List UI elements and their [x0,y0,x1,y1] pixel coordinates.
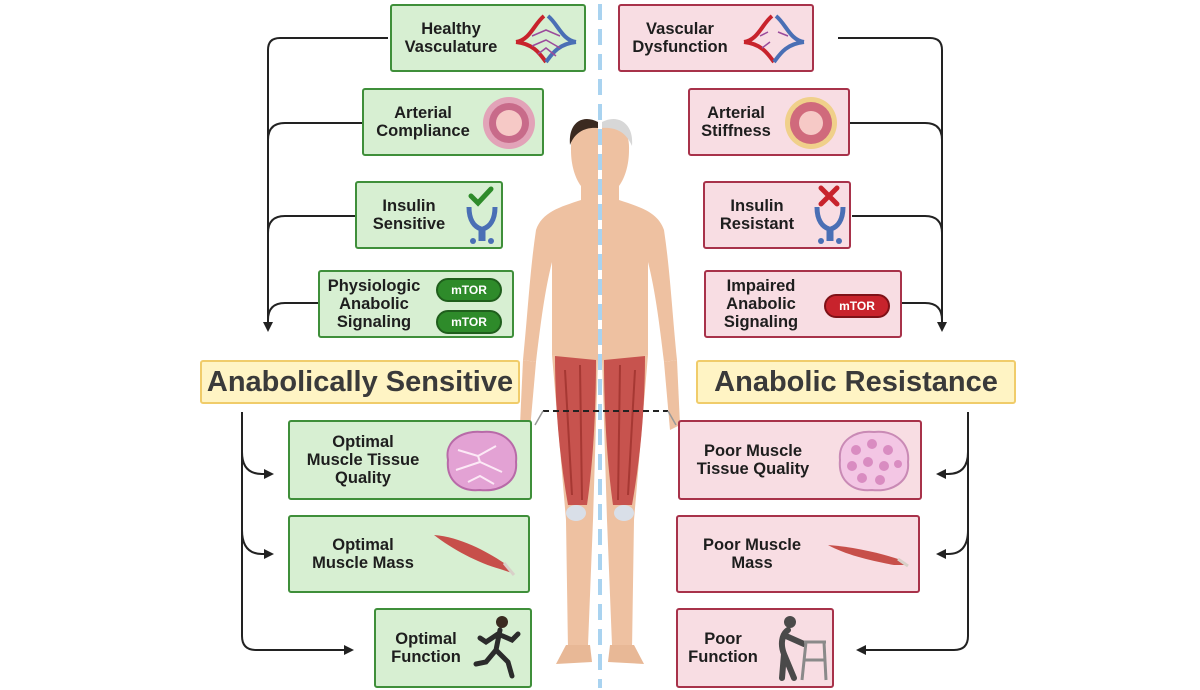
vascular-dysfunction-label: Vascular Dysfunction [632,20,728,56]
physiologic-anabolic-signaling-label: Physiologic Anabolic Signaling [327,277,421,331]
mtor-active-pill-1: mTOR [436,278,502,302]
healthy-vasculature-box: Healthy Vasculature [390,4,586,72]
impaired-anabolic-signaling-label: Impaired Anabolic Signaling [723,277,799,331]
muscle-icon [434,535,516,576]
poor-muscle-tissue-quality-box: Poor Muscle Tissue Quality [678,420,922,500]
anabolically-sensitive-heading: Anabolically Sensitive [200,360,520,404]
mtor-impaired-pill: mTOR [824,294,890,318]
muscle-tissue-icon [838,430,910,492]
optimal-muscle-mass-label: Optimal Muscle Mass [312,536,414,572]
optimal-muscle-tissue-quality-label: Optimal Muscle Tissue Quality [306,433,420,487]
insulin-sensitive-box: Insulin Sensitive [355,181,503,249]
artery-cross-section-icon [483,97,535,149]
insulin-resistant-label: Insulin Resistant [719,197,795,233]
impaired-anabolic-signaling-box: Impaired Anabolic Signaling mTOR [704,270,902,338]
insulin-resistant-box: Insulin Resistant [703,181,851,249]
insulin-sensitive-label: Insulin Sensitive [372,197,446,233]
physiologic-anabolic-signaling-box: Physiologic Anabolic Signaling mTOR mTOR [318,270,514,338]
poor-muscle-tissue-quality-label: Poor Muscle Tissue Quality [696,442,810,478]
insulin-receptor-icon [466,206,498,244]
cross-icon [818,185,840,207]
blood-vessel-icon [515,14,577,64]
poor-muscle-mass-box: Poor Muscle Mass [676,515,920,593]
optimal-function-box: Optimal Function [374,608,532,688]
poor-muscle-mass-label: Poor Muscle Mass [702,536,802,572]
walker-elderly-icon [778,616,828,681]
arterial-compliance-box: Arterial Compliance [362,88,544,156]
anabolic-resistance-heading: Anabolic Resistance [696,360,1016,404]
healthy-vasculature-label: Healthy Vasculature [404,20,498,56]
runner-icon [473,616,521,679]
optimal-muscle-tissue-quality-box: Optimal Muscle Tissue Quality [288,420,532,500]
poor-function-label: Poor Function [688,630,758,666]
muscle-icon [828,545,909,568]
arterial-stiffness-box: Arterial Stiffness [688,88,850,156]
optimal-function-label: Optimal Function [391,630,461,666]
insulin-receptor-icon [814,206,846,244]
optimal-muscle-mass-box: Optimal Muscle Mass [288,515,530,593]
arterial-compliance-label: Arterial Compliance [376,104,470,140]
artery-cross-section-icon [785,97,837,149]
muscle-tissue-icon [446,430,518,492]
arterial-stiffness-label: Arterial Stiffness [701,104,771,140]
blood-vessel-icon [743,14,805,64]
mtor-active-pill-2: mTOR [436,310,502,334]
check-icon [468,186,494,207]
vascular-dysfunction-box: Vascular Dysfunction [618,4,814,72]
poor-function-box: Poor Function [676,608,834,688]
